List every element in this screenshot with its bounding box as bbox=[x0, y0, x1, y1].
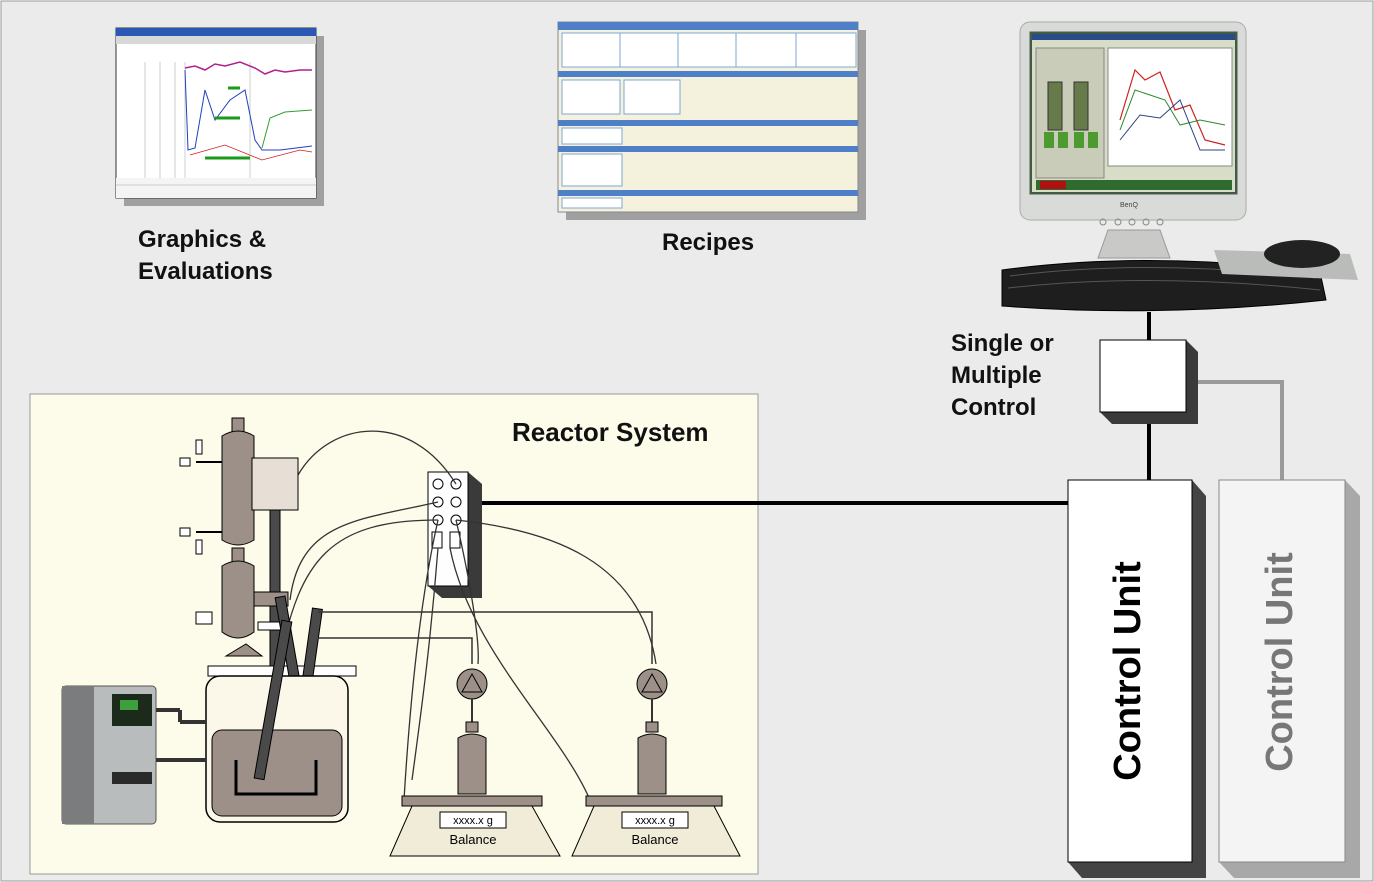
control-unit-secondary bbox=[1218, 479, 1360, 878]
graphics-label-line2: Evaluations bbox=[138, 258, 273, 285]
graphics-label-line1: Graphics & bbox=[138, 226, 266, 253]
balance-2 bbox=[571, 795, 741, 857]
balance-1-label: Balance bbox=[450, 832, 497, 847]
balance-1 bbox=[389, 795, 561, 857]
monitor-brand: BenQ bbox=[1120, 202, 1138, 209]
control-unit-primary-label: Control Unit bbox=[1107, 561, 1149, 781]
recipes-label: Recipes bbox=[662, 229, 754, 256]
stirrer-motor bbox=[251, 457, 299, 511]
control-unit-secondary-label: Control Unit bbox=[1259, 552, 1301, 772]
switch-box bbox=[1099, 339, 1198, 424]
balance-2-label: Balance bbox=[632, 832, 679, 847]
computer-workstation: BenQ bbox=[1001, 21, 1358, 312]
switch-label-line1: Single or bbox=[951, 330, 1054, 357]
feed-bottle-2 bbox=[637, 721, 667, 795]
reactor-system-label: Reactor System bbox=[512, 417, 709, 447]
feed-lines bbox=[318, 611, 653, 664]
feed-bottle-1 bbox=[457, 721, 487, 795]
reactor-vessel bbox=[205, 619, 349, 823]
control-unit-primary bbox=[1067, 479, 1206, 878]
connection-hub bbox=[427, 471, 482, 598]
cable-switch-to-cu2 bbox=[1198, 380, 1284, 480]
balance-2-readout: xxxx.x g bbox=[635, 815, 675, 827]
graphics-screenshot bbox=[115, 27, 324, 206]
pump-1 bbox=[456, 668, 488, 722]
pump-2 bbox=[636, 668, 668, 722]
recipes-screenshot bbox=[557, 21, 866, 220]
switch-label-line2: Multiple bbox=[951, 362, 1042, 389]
reactor-condenser bbox=[179, 417, 255, 639]
thermostat bbox=[61, 685, 206, 825]
mouse bbox=[1264, 240, 1340, 268]
balance-1-readout: xxxx.x g bbox=[453, 815, 493, 827]
switch-label-line3: Control bbox=[951, 394, 1036, 421]
